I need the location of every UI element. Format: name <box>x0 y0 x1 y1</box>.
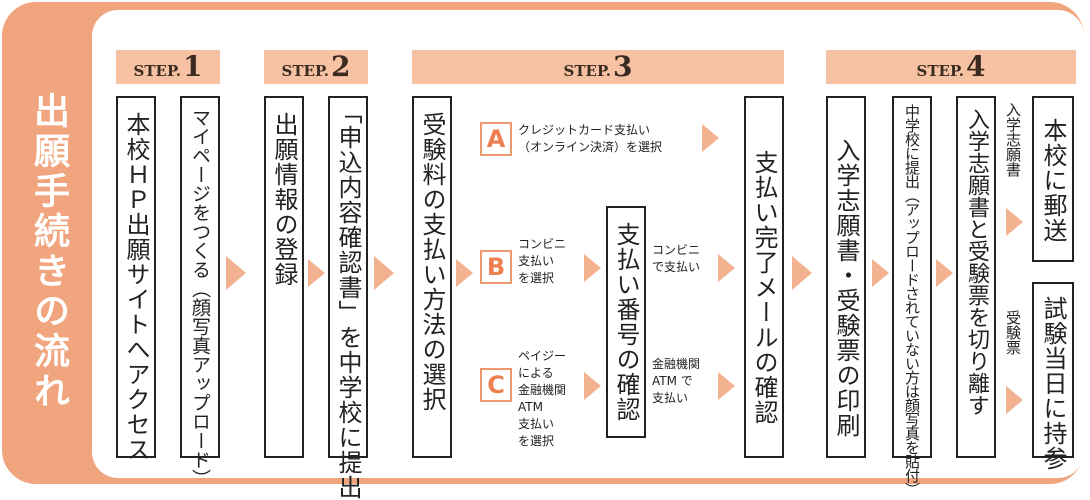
side-title: 出願手続きの流れ <box>28 92 69 412</box>
box-text: マイページをつくる（顔写真アップロード） <box>189 108 211 488</box>
submit-school-box: 中学校に提出（アップロードされていない方は顔写真を貼付） <box>892 96 932 496</box>
note-line: ペイジー <box>518 349 567 363</box>
note-line: 支払い <box>652 391 689 405</box>
option-c-badge: C <box>480 368 512 402</box>
note-line: 金融機関 <box>652 357 701 371</box>
note-line: による <box>518 366 554 380</box>
select-payment-box: 受験料の支払い方法の選択 <box>412 96 452 458</box>
arrow-right-icon <box>1006 386 1023 414</box>
step-label: STEP. <box>916 62 964 80</box>
access-site-box: 本校ＨＰ出願サイトへアクセス <box>116 96 156 462</box>
arrow-right-icon <box>226 256 246 290</box>
print-forms-box: 入学志願書・受験票の印刷 <box>826 96 866 458</box>
arrow-right-icon <box>702 124 719 152</box>
step-label: STEP. <box>133 62 181 80</box>
note-line: （オンライン決済）を選択 <box>518 140 663 154</box>
note-line: コンビニ <box>652 243 701 257</box>
flow-panel: STEP. 1 STEP. 2 STEP. 3 STEP. 4 本校ＨＰ出願サイ… <box>92 10 1084 500</box>
box-text: 支払い完了メールの確認 <box>750 150 778 425</box>
convenience-pay-note: コンビニ で支払い <box>652 242 700 276</box>
box-text: 試験当日に持参 <box>1039 296 1067 471</box>
mail-to-school-box: 本校に郵送 <box>1032 96 1074 262</box>
option-c-text: ペイジー による 金融機関 ATM 支払い を選択 <box>518 348 566 450</box>
note-line: で支払い <box>652 260 701 274</box>
box-text: 出願情報の登録 <box>270 112 298 287</box>
box-text: 本校に郵送 <box>1039 118 1067 243</box>
separate-forms-box: 入学志願書と受験票を切り離す <box>956 96 996 458</box>
note-line: 支払い <box>518 254 555 268</box>
bank-pay-note: 金融機関 ATM で 支払い <box>652 356 700 407</box>
step-number: 2 <box>330 50 351 83</box>
option-a-text: クレジットカード支払い （オンライン決済）を選択 <box>518 122 662 156</box>
box-text: 「申込内容確認書」を中学校に提出 <box>334 100 362 500</box>
box-text: 本校ＨＰ出願サイトへアクセス <box>122 112 150 462</box>
step-3-header: STEP. 3 <box>412 50 784 84</box>
arrow-right-icon <box>584 372 601 400</box>
register-info-box: 出願情報の登録 <box>264 96 304 458</box>
box-text: 受験料の支払い方法の選択 <box>418 112 446 412</box>
step-number: 4 <box>965 50 986 83</box>
arrow-right-icon <box>374 256 394 290</box>
arrow-right-icon <box>456 259 473 287</box>
exam-ticket-label: 受験票 <box>1004 310 1022 355</box>
note-line: 支払い <box>518 417 555 431</box>
step-4-header: STEP. 4 <box>826 50 1076 84</box>
step-number: 3 <box>612 50 633 83</box>
note-line: クレジットカード支払い <box>518 123 651 137</box>
note-line: コンビニ <box>518 237 567 251</box>
note-line: 金融機関 <box>518 383 567 397</box>
submit-confirmation-box: 「申込内容確認書」を中学校に提出 <box>328 96 368 500</box>
step-1-header: STEP. 1 <box>116 50 220 84</box>
step-label: STEP. <box>563 62 611 80</box>
box-text: 入学志願書と受験票を切り離す <box>964 108 989 416</box>
note-line: を選択 <box>518 271 555 285</box>
create-mypage-box: マイページをつくる（顔写真アップロード） <box>180 96 220 488</box>
option-b-badge: B <box>480 250 512 284</box>
option-a-badge: A <box>480 122 512 156</box>
box-text: 中学校に提出（アップロードされていない方は顔写真を貼付） <box>903 104 921 496</box>
arrow-right-icon <box>792 256 812 290</box>
payment-complete-box: 支払い完了メールの確認 <box>744 96 784 458</box>
arrow-right-icon <box>584 254 601 282</box>
arrow-right-icon <box>718 254 735 282</box>
arrow-right-icon <box>936 259 953 287</box>
note-line: を選択 <box>518 434 555 448</box>
step-number: 1 <box>182 50 203 83</box>
box-text: 入学志願書・受験票の印刷 <box>832 138 860 438</box>
step-2-header: STEP. 2 <box>264 50 368 84</box>
arrow-right-icon <box>718 372 735 400</box>
note-line: ATM <box>518 400 543 414</box>
arrow-right-icon <box>1006 208 1023 236</box>
arrow-right-icon <box>872 259 889 287</box>
payment-number-box: 支払い番号の確認 <box>606 206 646 438</box>
arrow-right-icon <box>308 259 325 287</box>
step-label: STEP. <box>281 62 329 80</box>
application-form-label: 入学志願書 <box>1004 102 1022 177</box>
note-line: ATM で <box>652 374 693 388</box>
bring-on-exam-day-box: 試験当日に持参 <box>1032 282 1074 471</box>
box-text: 支払い番号の確認 <box>612 222 640 422</box>
option-b-text: コンビニ 支払い を選択 <box>518 236 566 287</box>
